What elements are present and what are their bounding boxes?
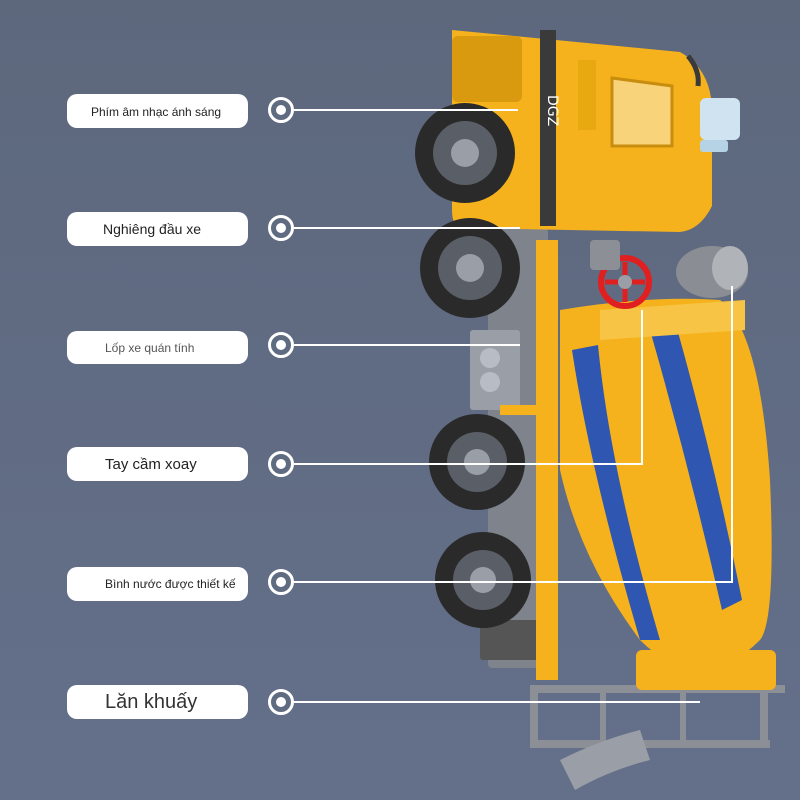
rear-bumper xyxy=(480,620,550,660)
callout-label: Phím âm nhạc ánh sáng xyxy=(91,105,222,119)
target-dot-icon xyxy=(268,451,294,477)
tire-3 xyxy=(429,414,525,510)
cab-window xyxy=(610,76,674,148)
leader-line-4 xyxy=(294,310,643,465)
leader-line-5 xyxy=(294,286,733,583)
battery-box xyxy=(470,330,520,410)
handle-bracket xyxy=(590,240,620,270)
ladder-rail xyxy=(530,740,770,748)
drum-stripe-2 xyxy=(650,325,742,610)
callout-label: Bình nước được thiết kế xyxy=(105,576,236,591)
callout-inertia-tires: Lốp xe quán tính xyxy=(67,331,248,364)
discharge-chute xyxy=(560,730,650,790)
callout-label: Nghiêng đầu xe xyxy=(103,221,202,237)
cab-roof xyxy=(452,36,522,102)
lamp xyxy=(700,140,728,152)
ladder-post xyxy=(680,685,686,748)
callout-label: Lăn khuấy xyxy=(105,690,198,713)
cab-door-seam xyxy=(540,30,556,226)
handle-hub xyxy=(618,275,632,289)
ladder-post xyxy=(530,685,538,748)
callout-label: Lốp xe quán tính xyxy=(105,340,195,355)
target-dot-icon xyxy=(268,215,294,241)
callout-tilt-cab: Nghiêng đầu xe xyxy=(67,212,248,246)
target-dot-icon xyxy=(268,689,294,715)
water-tank-cap xyxy=(712,246,748,290)
cab-door-handle xyxy=(578,60,596,130)
target-dot-icon xyxy=(268,97,294,123)
callout-music-light-button: Phím âm nhạc ánh sáng xyxy=(67,94,248,128)
tire-2 xyxy=(420,218,520,318)
callout-label: Tay cầm xoay xyxy=(105,455,197,473)
body-rail xyxy=(536,240,558,680)
bolt-icon xyxy=(480,372,500,392)
leader-lines xyxy=(294,109,733,703)
cab-badge: DGZ xyxy=(544,95,560,126)
callout-rotating-handle: Tay cầm xoay xyxy=(67,447,248,481)
callout-water-tank: Bình nước được thiết kế xyxy=(67,567,248,601)
callout-mixing-drum: Lăn khuấy xyxy=(67,685,248,719)
headlight xyxy=(700,98,740,140)
ladder-post xyxy=(760,685,768,748)
drum-ring xyxy=(600,300,745,340)
tire-4 xyxy=(435,532,531,628)
target-dot-icon xyxy=(268,569,294,595)
drum-stripe-1 xyxy=(572,345,660,640)
bolt-icon xyxy=(480,348,500,368)
rear-platform xyxy=(636,650,776,690)
rotating-handle-wheel xyxy=(598,255,652,309)
tire-1 xyxy=(415,103,515,203)
mirror-arm xyxy=(686,54,701,87)
ladder-post xyxy=(600,685,606,748)
target-dot-icon xyxy=(268,332,294,358)
